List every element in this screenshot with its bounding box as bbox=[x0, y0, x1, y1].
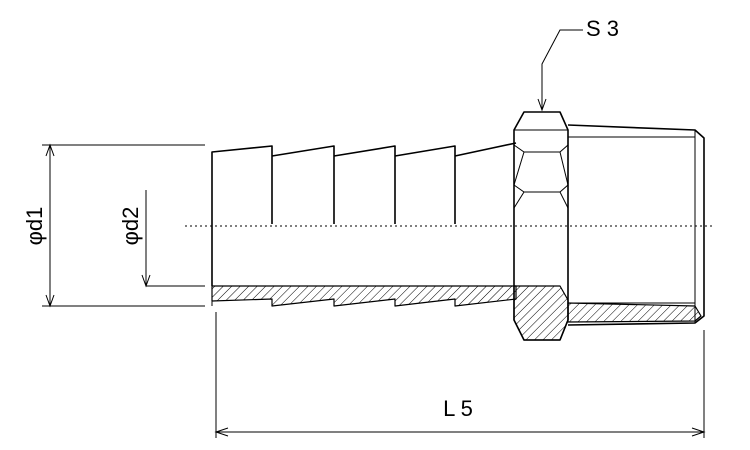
dimension-d2: φd2 bbox=[118, 190, 205, 288]
dimension-l5-label: L 5 bbox=[443, 396, 473, 421]
thread-end bbox=[567, 124, 705, 326]
tail-section-hatch bbox=[211, 285, 517, 307]
dimension-s3-label: S 3 bbox=[586, 16, 619, 41]
thread-section-hatch bbox=[567, 302, 702, 323]
dimension-d1: φd1 bbox=[22, 143, 205, 308]
hex-section-hatch bbox=[513, 285, 569, 341]
dimension-l5: L 5 bbox=[214, 312, 706, 438]
dimension-d1-label: φd1 bbox=[22, 207, 47, 246]
dimension-s3: S 3 bbox=[537, 16, 619, 112]
barbed-tail bbox=[211, 142, 517, 287]
dimension-d2-label: φd2 bbox=[118, 207, 143, 246]
